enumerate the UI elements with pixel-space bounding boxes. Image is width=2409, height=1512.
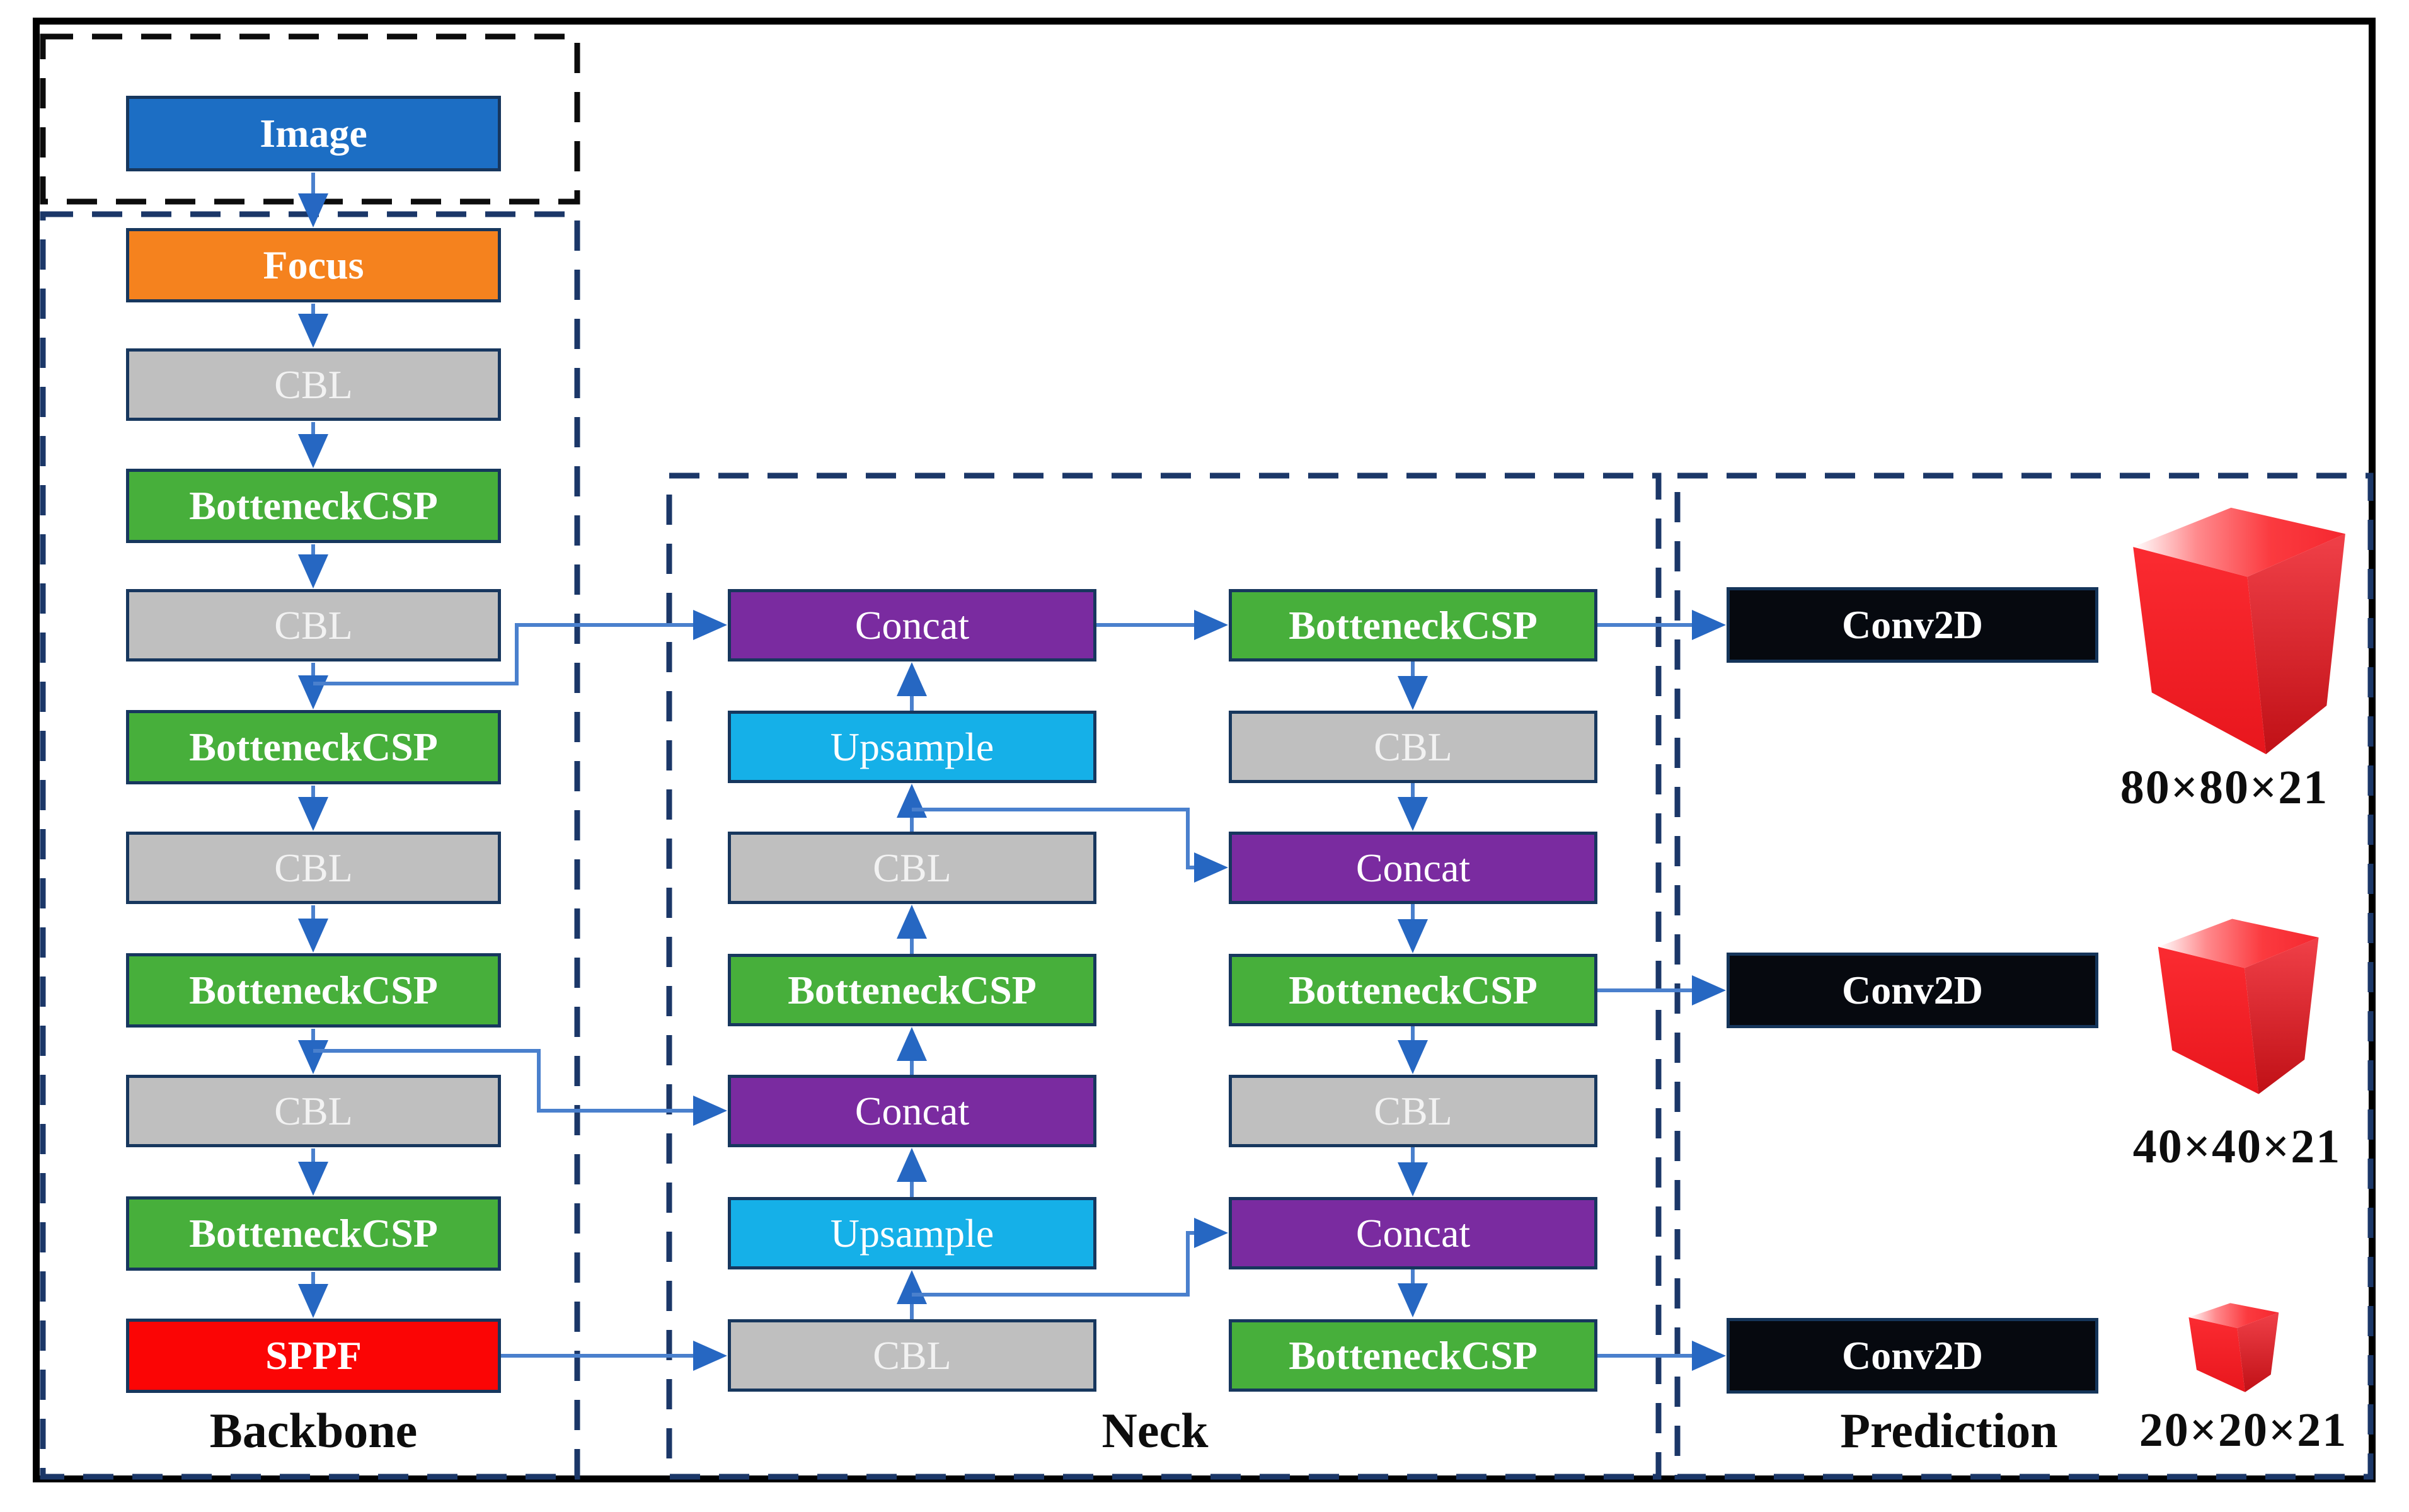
flow-arrows bbox=[298, 173, 1726, 1371]
feature-cube-80-icon bbox=[2133, 507, 2345, 755]
outer-frame bbox=[33, 18, 2376, 1482]
block-image: Image bbox=[126, 96, 501, 171]
neck-left-upsample-2: Upsample bbox=[728, 1197, 1096, 1269]
backbone-label: Backbone bbox=[209, 1403, 418, 1458]
output-size-label-80: 80×80×21 bbox=[2120, 761, 2329, 814]
feature-cube-20-icon bbox=[2188, 1303, 2279, 1392]
neck-right-bottleneckcsp-1: BotteneckCSP bbox=[1229, 589, 1597, 662]
neck-right-concat-1: Concat bbox=[1229, 832, 1597, 904]
input-section-outline bbox=[40, 33, 580, 205]
neck-left-cbl-1: CBL bbox=[728, 832, 1096, 904]
neck-left-bottleneckcsp: BotteneckCSP bbox=[728, 954, 1096, 1026]
block-bottleneckcsp-3: BotteneckCSP bbox=[126, 953, 501, 1028]
output-size-label-40: 40×40×21 bbox=[2132, 1120, 2342, 1173]
block-conv2d-2: Conv2D bbox=[1727, 953, 2098, 1028]
block-bottleneckcsp-2: BotteneckCSP bbox=[126, 710, 501, 784]
block-conv2d-3: Conv2D bbox=[1727, 1318, 2098, 1394]
neck-right-cbl-2: CBL bbox=[1229, 1075, 1597, 1147]
output-size-label-20: 20×20×21 bbox=[2139, 1404, 2348, 1457]
block-bottleneckcsp-1: BotteneckCSP bbox=[126, 469, 501, 543]
block-conv2d-1: Conv2D bbox=[1727, 587, 2098, 663]
neck-right-bottleneckcsp-2: BotteneckCSP bbox=[1229, 954, 1597, 1026]
neck-label: Neck bbox=[1101, 1403, 1209, 1458]
block-cbl-2: CBL bbox=[126, 589, 501, 662]
block-cbl-4: CBL bbox=[126, 1075, 501, 1147]
prediction-label: Prediction bbox=[1840, 1403, 2058, 1458]
neck-right-bottleneckcsp-3: BotteneckCSP bbox=[1229, 1319, 1597, 1392]
feature-cube-40-icon bbox=[2158, 919, 2319, 1094]
neck-right-cbl-1: CBL bbox=[1229, 711, 1597, 783]
block-bottleneckcsp-4: BotteneckCSP bbox=[126, 1196, 501, 1271]
block-sppf: SPPF bbox=[126, 1319, 501, 1393]
neck-left-upsample-1: Upsample bbox=[728, 711, 1096, 783]
block-cbl-3: CBL bbox=[126, 832, 501, 904]
neck-left-concat-2: Concat bbox=[728, 1075, 1096, 1147]
block-focus: Focus bbox=[126, 228, 501, 302]
neck-left-cbl-2: CBL bbox=[728, 1319, 1096, 1392]
prediction-section-outline bbox=[1674, 472, 2374, 1480]
neck-left-concat-1: Concat bbox=[728, 589, 1096, 662]
block-cbl-1: CBL bbox=[126, 348, 501, 421]
neck-section-outline bbox=[666, 472, 1662, 1480]
neck-right-concat-2: Concat bbox=[1229, 1197, 1597, 1269]
